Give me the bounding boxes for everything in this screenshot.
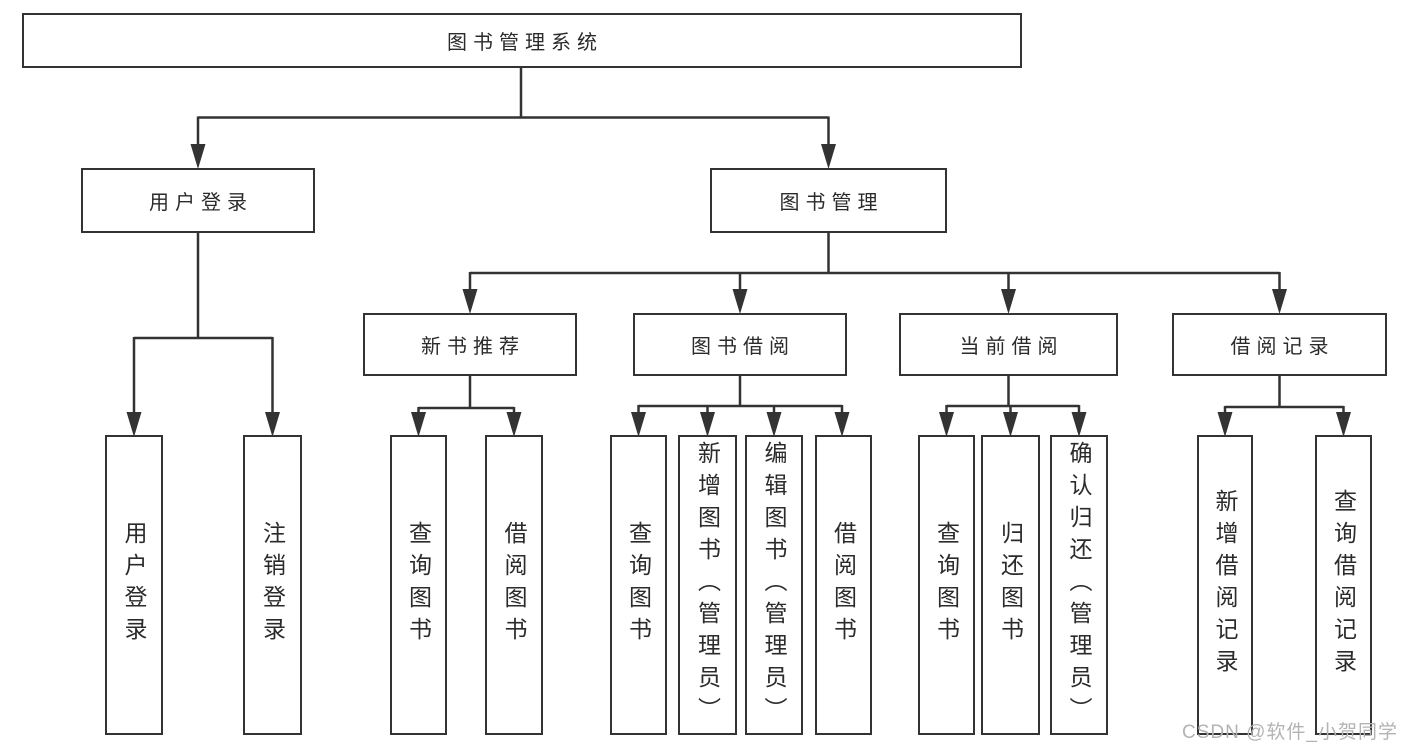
- leaf-query-book-2: 查询图书: [610, 435, 667, 735]
- leaf-query-book-3-label: 查询图书: [933, 521, 960, 649]
- node-book-management-label: 图书管理: [779, 192, 884, 214]
- node-root: 图书管理系统: [22, 13, 1022, 68]
- leaf-borrow-book-1: 借阅图书: [485, 435, 543, 735]
- node-book-management: 图书管理: [710, 168, 947, 233]
- node-new-book-recommend-label: 新书推荐: [421, 336, 525, 358]
- leaf-query-book-2-label: 查询图书: [625, 521, 652, 649]
- leaf-borrow-book-1-label: 借阅图书: [501, 521, 527, 649]
- csdn-watermark: CSDN @软件_小贺同学: [1182, 722, 1398, 743]
- leaf-return-book: 归还图书: [981, 435, 1040, 735]
- leaf-return-book-label: 归还图书: [997, 521, 1024, 649]
- leaf-edit-book-admin: 编辑图书（管理员）: [745, 435, 803, 735]
- node-new-book-recommend: 新书推荐: [363, 313, 577, 376]
- leaf-query-book-3: 查询图书: [918, 435, 975, 735]
- arrowheads: [126, 144, 1351, 437]
- node-current-borrow-label: 当前借阅: [959, 336, 1064, 358]
- leaf-add-borrow-record-label: 新增借阅记录: [1212, 489, 1238, 681]
- leaf-confirm-return-admin: 确认归还（管理员）: [1050, 435, 1108, 735]
- leaf-borrow-book-2-label: 借阅图书: [830, 521, 857, 649]
- node-user-login: 用户登录: [81, 168, 315, 233]
- node-user-login-label: 用户登录: [149, 192, 253, 214]
- node-root-label: 图书管理系统: [447, 32, 603, 54]
- leaf-query-book-1-label: 查询图书: [405, 521, 432, 649]
- leaf-user-login: 用户登录: [105, 435, 163, 735]
- leaf-confirm-return-admin-label: 确认归还（管理员）: [1066, 441, 1092, 729]
- leaf-edit-book-admin-label: 编辑图书（管理员）: [761, 441, 787, 729]
- node-borrow-record-label: 借阅记录: [1230, 336, 1335, 358]
- leaf-query-borrow-record: 查询借阅记录: [1315, 435, 1372, 735]
- leaf-add-book-admin: 新增图书（管理员）: [678, 435, 737, 735]
- node-borrow-record: 借阅记录: [1172, 313, 1387, 376]
- leaf-add-borrow-record: 新增借阅记录: [1197, 435, 1253, 735]
- leaf-user-login-label: 用户登录: [121, 521, 147, 649]
- leaf-borrow-book-2: 借阅图书: [815, 435, 872, 735]
- node-book-borrow: 图书借阅: [633, 313, 847, 376]
- node-book-borrow-label: 图书借阅: [691, 336, 795, 358]
- leaf-query-borrow-record-label: 查询借阅记录: [1330, 489, 1357, 681]
- leaf-logout-label: 注销登录: [259, 521, 286, 649]
- leaf-add-book-admin-label: 新增图书（管理员）: [694, 441, 721, 729]
- leaf-query-book-1: 查询图书: [390, 435, 447, 735]
- leaf-logout: 注销登录: [243, 435, 302, 735]
- node-current-borrow: 当前借阅: [899, 313, 1118, 376]
